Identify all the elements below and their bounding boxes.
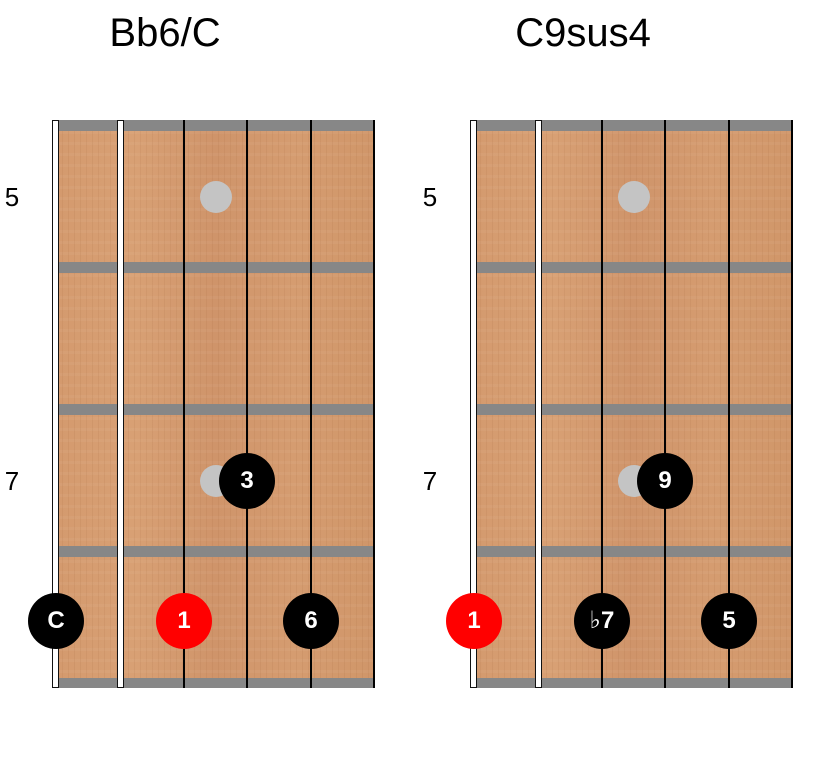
chord-title: C9sus4 bbox=[515, 11, 651, 55]
fret-number-label: 7 bbox=[4, 466, 20, 496]
chord-note-dot: 1 bbox=[446, 593, 502, 649]
fret-wire bbox=[56, 404, 374, 415]
fret-wire bbox=[56, 678, 374, 688]
fret-number-label: 7 bbox=[422, 466, 438, 496]
guitar-string bbox=[117, 120, 124, 688]
fret-inlay-marker bbox=[618, 181, 650, 213]
chord-note-dot: 1 bbox=[156, 593, 212, 649]
fret-inlay-marker bbox=[200, 181, 232, 213]
fret-wire bbox=[56, 546, 374, 557]
guitar-string bbox=[246, 120, 248, 688]
chord-note-dot: 6 bbox=[283, 593, 339, 649]
chord-title: Bb6/C bbox=[109, 11, 221, 55]
chord-note-dot: ♭7 bbox=[574, 593, 630, 649]
fret-number-label: 5 bbox=[422, 182, 438, 212]
fret-wire bbox=[474, 262, 792, 273]
guitar-string bbox=[601, 120, 603, 688]
guitar-string bbox=[791, 120, 793, 688]
guitar-string bbox=[728, 120, 730, 688]
fretboard bbox=[52, 120, 375, 688]
guitar-string bbox=[470, 120, 477, 688]
guitar-string bbox=[373, 120, 375, 688]
chord-diagram-c9sus4: C9sus4 5 7 1 ♭7 9 5 bbox=[418, 0, 798, 766]
guitar-string bbox=[664, 120, 666, 688]
chord-note-dot: 3 bbox=[219, 453, 275, 509]
fret-number-label: 5 bbox=[4, 182, 20, 212]
chord-note-dot: 5 bbox=[701, 593, 757, 649]
fret-wire bbox=[56, 120, 374, 131]
guitar-string bbox=[52, 120, 59, 688]
guitar-string bbox=[535, 120, 542, 688]
fret-wire bbox=[474, 120, 792, 131]
fret-wire bbox=[474, 404, 792, 415]
fret-wire bbox=[56, 262, 374, 273]
chord-note-dot: 9 bbox=[637, 453, 693, 509]
fretboard bbox=[470, 120, 793, 688]
fret-wire bbox=[474, 678, 792, 688]
fret-wire bbox=[474, 546, 792, 557]
guitar-string bbox=[310, 120, 312, 688]
chord-note-dot: C bbox=[28, 593, 84, 649]
guitar-string bbox=[183, 120, 185, 688]
